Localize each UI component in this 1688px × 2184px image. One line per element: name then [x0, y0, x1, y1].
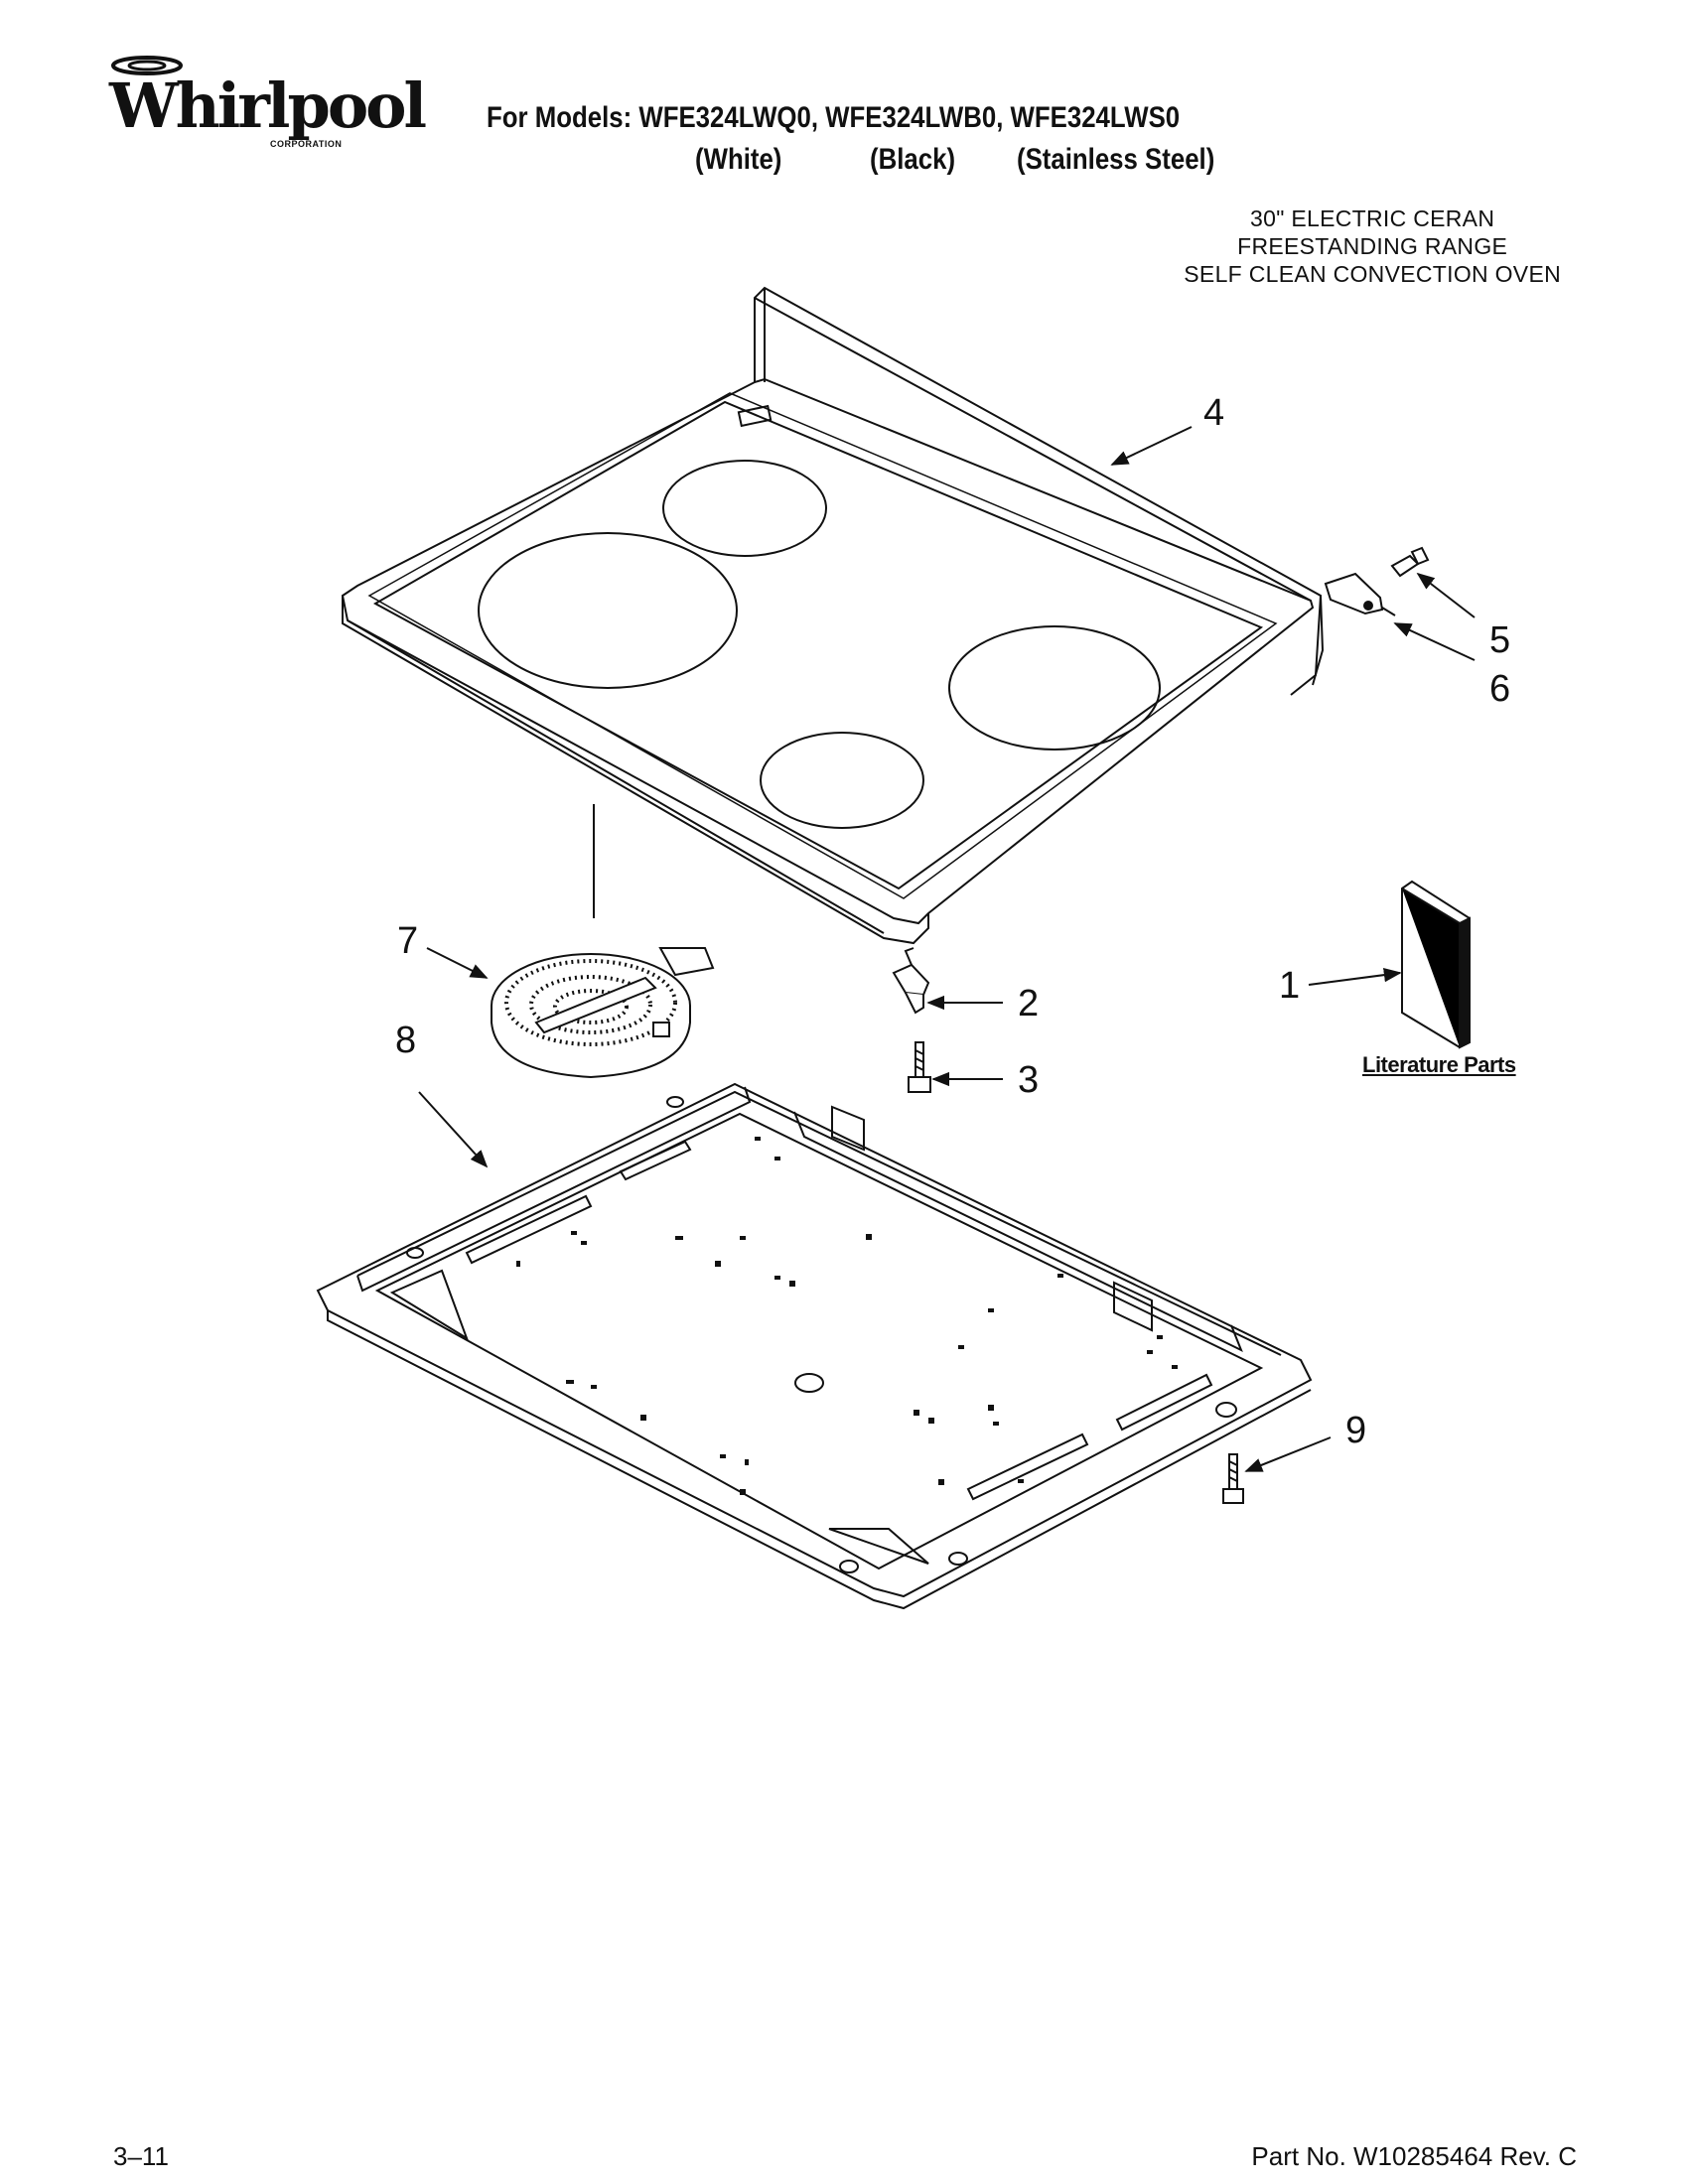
callout-6: 6: [1489, 668, 1511, 710]
callout-8: 8: [395, 1020, 417, 1061]
leader-arrows: [418, 426, 1476, 1472]
arrow-6: [1393, 622, 1476, 661]
callout-3: 3: [1018, 1059, 1040, 1101]
cooktop-glass-part: [341, 286, 1325, 945]
callout-2: 2: [1018, 983, 1040, 1024]
cooktop-support-tray-part: [316, 1082, 1313, 1610]
arrow-8: [418, 1091, 489, 1168]
part-number: Part No. W10285464 Rev. C: [1251, 2141, 1577, 2171]
radiant-element-part: [491, 947, 715, 1079]
product-line-2: FREESTANDING RANGE: [1237, 233, 1508, 259]
trim-bracket-part: [1324, 572, 1396, 616]
callout-9: 9: [1345, 1410, 1367, 1451]
color-white-label: (White): [695, 143, 782, 176]
swirl-logo-icon: [111, 56, 183, 75]
logo-wordmark: Whirlpool: [109, 69, 427, 142]
callout-5: 5: [1489, 619, 1511, 661]
callout-7: 7: [397, 920, 419, 962]
color-black-label: (Black): [870, 143, 956, 176]
tray-hole-marks: [516, 1137, 1178, 1495]
screw-part-5: [1390, 546, 1430, 578]
screw-part-3: [908, 1041, 931, 1093]
literature-book-part: [1401, 880, 1471, 1049]
page-code: 3–11: [113, 2141, 169, 2171]
literature-parts-label: Literature Parts: [1362, 1052, 1516, 1077]
arrow-7: [426, 947, 489, 979]
arrow-9: [1244, 1436, 1332, 1472]
callout-4: 4: [1203, 392, 1225, 434]
whirlpool-logo: Whirlpool CORPORATION: [99, 52, 427, 161]
callout-1: 1: [1279, 965, 1301, 1007]
arrow-1: [1308, 967, 1402, 986]
clip-part: [892, 947, 930, 1015]
product-line-1: 30" ELECTRIC CERAN: [1250, 205, 1495, 231]
product-line-3: SELF CLEAN CONVECTION OVEN: [1184, 261, 1561, 287]
product-description: 30" ELECTRIC CERAN FREESTANDING RANGE SE…: [1184, 205, 1561, 288]
logo-corporation-text: CORPORATION: [270, 139, 343, 149]
models-line: For Models: WFE324LWQ0, WFE324LWB0, WFE3…: [487, 101, 1181, 134]
color-stainless-label: (Stainless Steel): [1017, 143, 1215, 176]
arrow-4: [1110, 426, 1193, 466]
arrow-5: [1416, 572, 1476, 618]
screw-part-9: [1222, 1453, 1244, 1504]
